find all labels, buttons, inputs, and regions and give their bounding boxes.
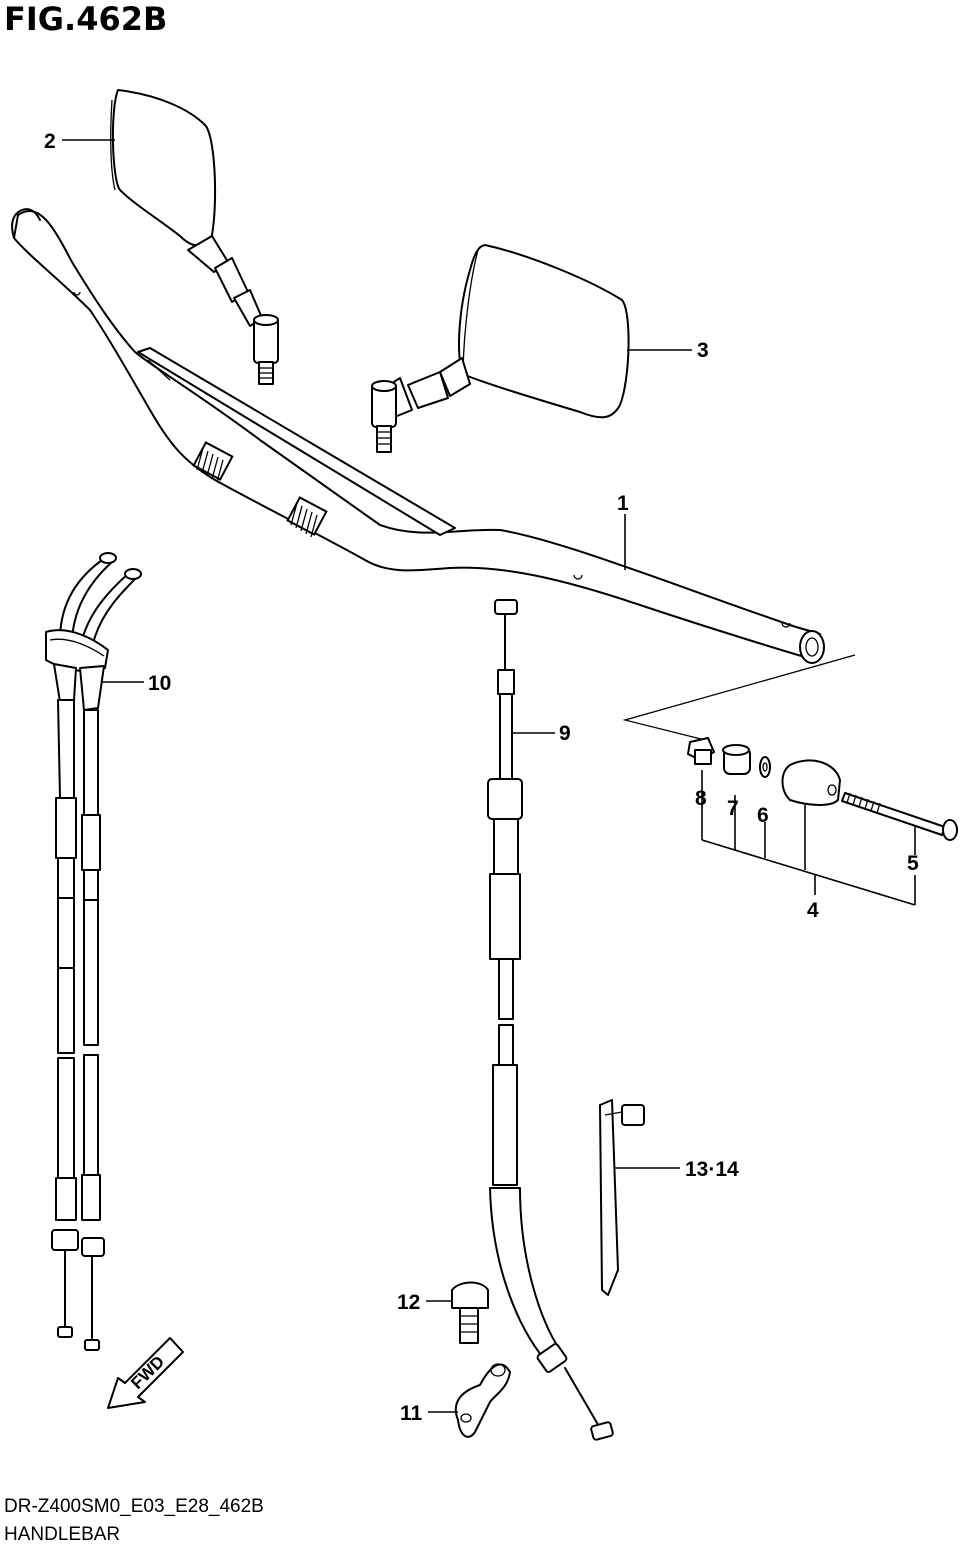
bolt-and-clamp-drawing: [451, 1281, 511, 1438]
clutch-cable-drawing: [487, 599, 614, 1441]
mirror-left-drawing: [110, 89, 279, 385]
callout-2: 2: [44, 130, 56, 153]
callout-3: 3: [697, 339, 709, 362]
callout-9: 9: [559, 722, 571, 745]
callout-12: 12: [397, 1291, 420, 1314]
forward-arrow-badge: FWD: [107, 1337, 184, 1409]
figure-title: FIG.462B: [4, 0, 168, 38]
figure-name: HANDLEBAR: [4, 1524, 121, 1545]
cable-tie-drawing: [599, 1099, 645, 1296]
throttle-cables-drawing: [45, 552, 142, 1351]
callout-6: 6: [757, 804, 769, 827]
callout-7: 7: [727, 797, 739, 820]
callout-10: 10: [148, 672, 171, 695]
callout-8: 8: [695, 787, 707, 810]
mirror-right-drawing: [371, 244, 630, 453]
bar-end-assembly-drawing: [622, 654, 958, 906]
callout-1: 1: [617, 492, 629, 515]
handlebar-drawing: [11, 208, 825, 664]
callout-4: 4: [807, 899, 819, 922]
leader-lines: [62, 139, 692, 1413]
figure-code: DR-Z400SM0_E03_E28_462B: [4, 1496, 264, 1517]
callout-11: 11: [400, 1402, 423, 1425]
callout-13-14: 13·14: [685, 1158, 739, 1181]
callout-5: 5: [907, 852, 919, 875]
